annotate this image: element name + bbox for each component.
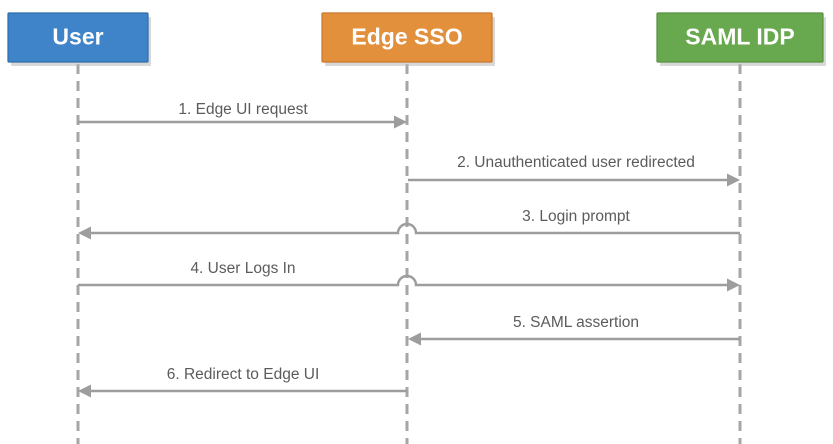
actor-box-user[interactable] <box>7 12 149 63</box>
message-2[interactable] <box>408 173 740 187</box>
actor-edge-sso[interactable]: Edge SSO <box>321 12 495 66</box>
message-label-5: 5. SAML assertion <box>513 314 639 331</box>
message-line-4 <box>78 274 727 287</box>
message-arrowhead-4 <box>727 278 740 292</box>
message-labels-group: 1. Edge UI request 2. Unauthenticated use… <box>167 101 695 383</box>
message-1[interactable] <box>78 115 407 129</box>
message-line-3 <box>91 222 740 235</box>
message-4[interactable] <box>78 274 740 292</box>
message-arrowhead-1 <box>394 115 407 129</box>
actor-label-edge-sso: Edge SSO <box>351 24 462 50</box>
lifelines-group <box>76 64 742 444</box>
message-label-1: 1. Edge UI request <box>178 101 308 118</box>
actor-box-edge-sso[interactable] <box>321 12 493 63</box>
message-label-2: 2. Unauthenticated user redirected <box>457 154 695 171</box>
message-arrowhead-6 <box>78 384 91 398</box>
message-arrowhead-2 <box>727 173 740 187</box>
message-6[interactable] <box>78 384 407 398</box>
actor-saml-idp[interactable]: SAML IDP <box>656 12 826 66</box>
actor-label-user: User <box>52 24 103 50</box>
messages-group <box>78 115 740 398</box>
message-label-4: 4. User Logs In <box>190 260 295 277</box>
message-arrowhead-5 <box>408 332 421 346</box>
message-3[interactable] <box>78 222 740 240</box>
actor-box-saml-idp[interactable] <box>656 12 824 63</box>
actors-group: User Edge SSO SAML IDP <box>7 12 826 66</box>
message-label-3: 3. Login prompt <box>522 208 630 225</box>
message-arrowhead-3 <box>78 226 91 240</box>
actor-label-saml-idp: SAML IDP <box>685 24 794 50</box>
message-5[interactable] <box>408 332 740 346</box>
actor-user[interactable]: User <box>7 12 151 66</box>
message-label-6: 6. Redirect to Edge UI <box>167 366 320 383</box>
